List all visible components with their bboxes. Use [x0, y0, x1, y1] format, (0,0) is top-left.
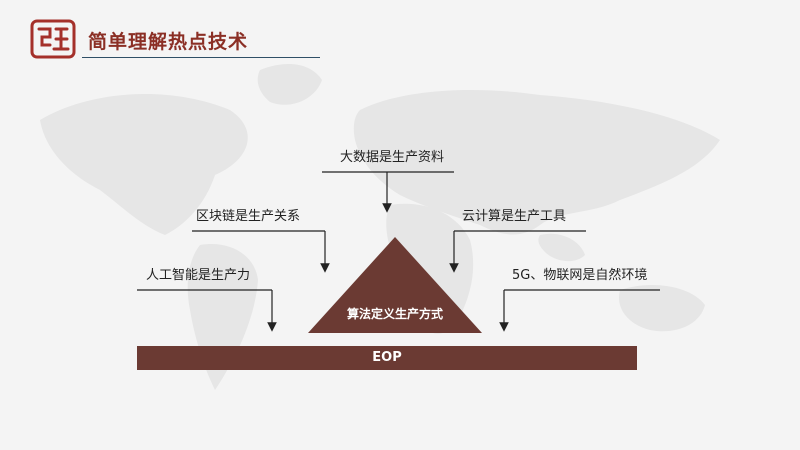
connector-upper-right [449, 230, 586, 273]
connector-lower-left [137, 289, 277, 332]
pyramid-shape [308, 237, 482, 333]
label-big-data: 大数据是生产资料 [340, 150, 445, 165]
label-cloud-computing: 云计算是生产工具 [462, 209, 567, 224]
connector-top [322, 171, 454, 213]
title-underline [82, 57, 320, 58]
page-title: 简单理解热点技术 [88, 31, 249, 53]
pyramid-label: 算法定义生产方式 [346, 307, 443, 321]
seal-logo-icon [30, 19, 76, 59]
connector-lower-right [499, 289, 660, 332]
label-5g-iot: 5G、物联网是自然环境 [512, 268, 648, 283]
connector-upper-left [192, 230, 330, 273]
base-bar-eop: EOP [137, 346, 637, 370]
label-ai: 人工智能是生产力 [146, 268, 251, 283]
label-blockchain: 区块链是生产关系 [196, 209, 301, 224]
